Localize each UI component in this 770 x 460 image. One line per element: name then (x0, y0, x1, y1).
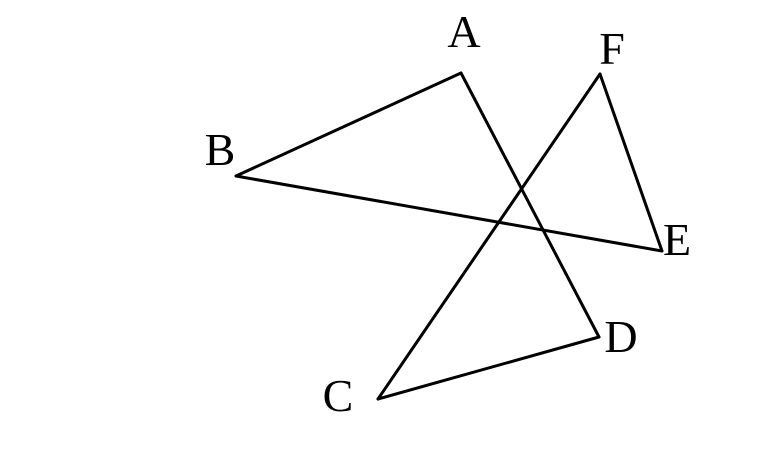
segment-cf (376, 72, 602, 401)
labels-group: A B C DE F (205, 6, 691, 421)
point-label-a: A (447, 6, 480, 57)
point-label-d: D (604, 311, 637, 362)
point-label-f: F (599, 23, 625, 74)
segments-group (234, 71, 664, 401)
segment-be (234, 174, 664, 253)
segment-ad (459, 71, 601, 339)
point-label-c: C (323, 370, 354, 421)
segment-fe (598, 72, 664, 253)
segment-ab (234, 71, 463, 178)
segment-dc (376, 335, 601, 401)
point-label-e: E (663, 214, 691, 265)
point-label-b: B (205, 124, 236, 175)
